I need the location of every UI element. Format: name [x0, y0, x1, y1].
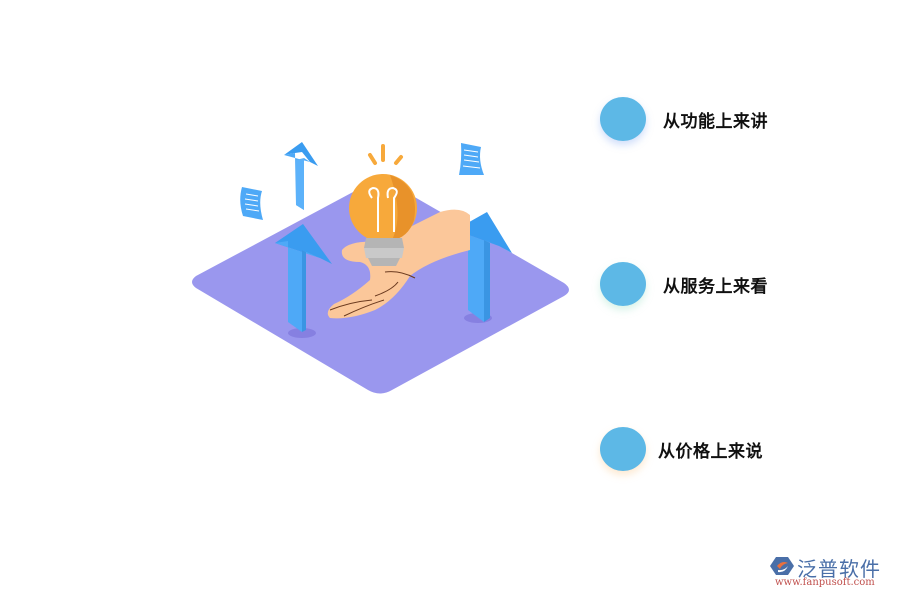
arrow-up-icon — [275, 224, 332, 338]
list-item-price: 从价格上来说 — [600, 426, 763, 472]
fanpu-logo-icon — [770, 557, 794, 575]
brand-name: 泛普软件 — [797, 557, 881, 581]
item-label: 从价格上来说 — [658, 441, 763, 462]
list-item-service: 从服务上来看 — [600, 261, 768, 307]
bullet-circle-icon — [600, 262, 646, 306]
paper-icon — [240, 187, 263, 220]
bullet-circle-icon — [600, 97, 646, 141]
hand-icon — [327, 209, 470, 319]
list-item-function: 从功能上来讲 — [600, 96, 768, 142]
arrow-up-icon — [284, 142, 318, 210]
bullet-circle-icon — [600, 427, 646, 471]
brand-url: www.fanpusoft.com — [775, 577, 875, 588]
brand-watermark: 泛普软件 www.fanpusoft.com — [770, 553, 895, 593]
item-label: 从功能上来讲 — [663, 111, 768, 132]
item-label: 从服务上来看 — [663, 276, 768, 297]
paper-icon — [459, 143, 484, 175]
light-bulb-icon — [349, 144, 417, 266]
